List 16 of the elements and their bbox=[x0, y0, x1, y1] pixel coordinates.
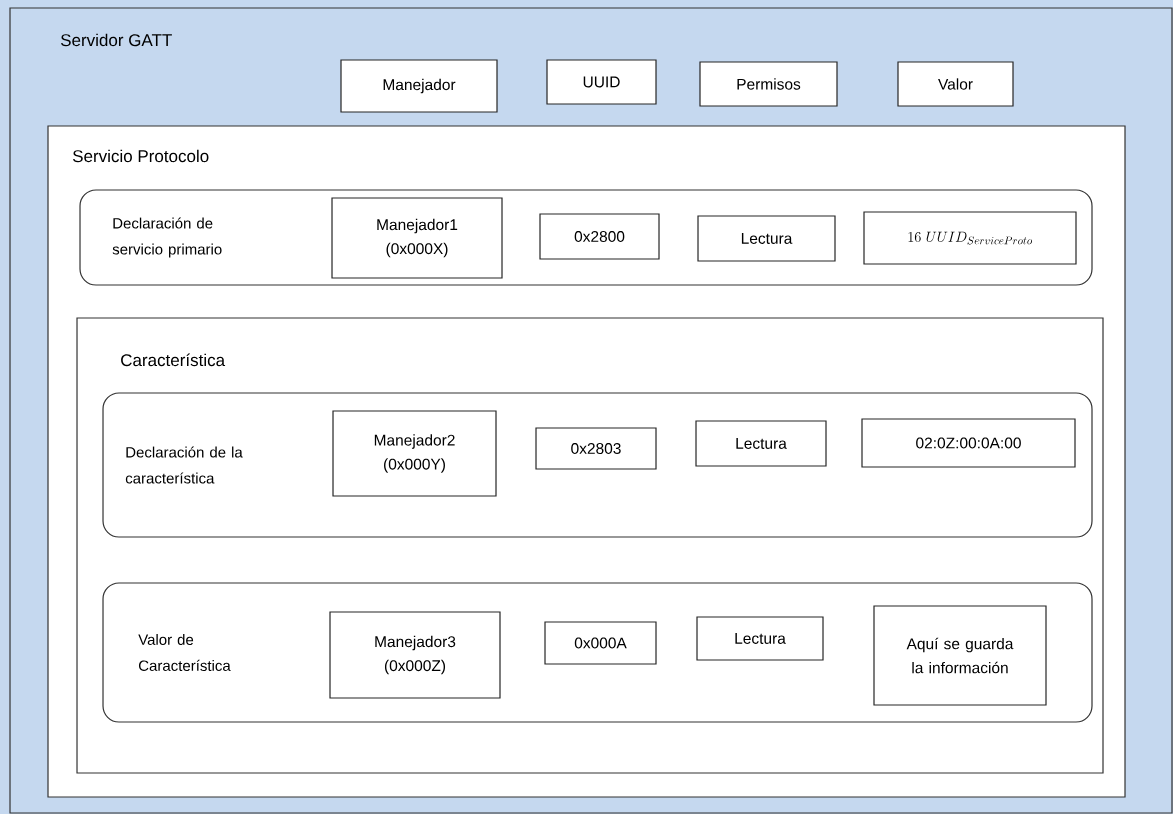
field-box: 0x000A bbox=[544, 621, 657, 665]
field-box: Lectura bbox=[696, 616, 824, 661]
field-box: Manejador bbox=[340, 59, 498, 113]
field-box: $16\ UUID_{ServiceProto}$ bbox=[863, 211, 1077, 265]
field-box: Manejador1 (0x000X) bbox=[331, 197, 503, 279]
field-box: 0x2803 bbox=[535, 427, 657, 470]
field-box: Aquí se guarda la información bbox=[873, 605, 1047, 706]
field-box: 0x2800 bbox=[539, 213, 660, 260]
field-box: Lectura bbox=[697, 215, 836, 262]
field-box: Valor bbox=[897, 61, 1014, 107]
field-box: Permisos bbox=[699, 61, 838, 107]
field-box: 02:0Z:00:0A:00 bbox=[861, 418, 1076, 468]
field-box: Manejador2 (0x000Y) bbox=[332, 410, 497, 497]
field-box: Manejador3 (0x000Z) bbox=[329, 611, 501, 699]
field-box: UUID bbox=[546, 59, 657, 105]
field-box: Lectura bbox=[695, 420, 827, 467]
